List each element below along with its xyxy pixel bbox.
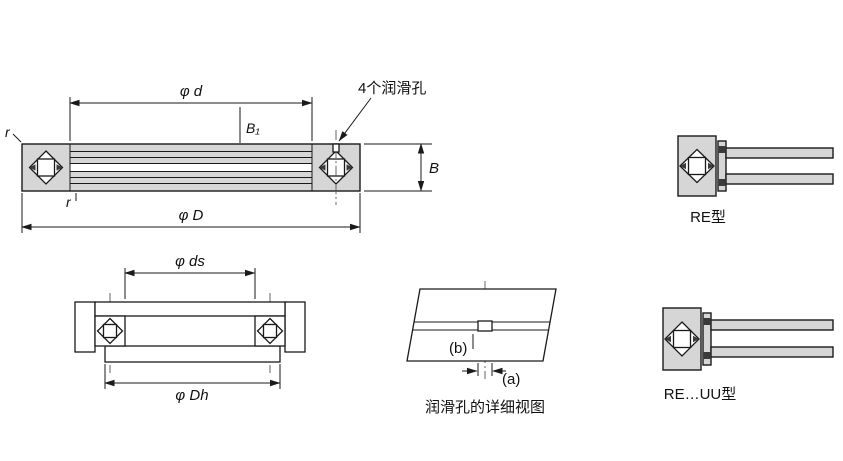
lube-holes-label: 4个润滑孔 bbox=[358, 80, 426, 97]
ring-split-gap bbox=[70, 163, 312, 172]
re-roller-corner-left bbox=[680, 162, 686, 170]
bottom-shoulder bbox=[104, 345, 281, 363]
r-label-left: r bbox=[5, 124, 11, 140]
re-roller-corner-right bbox=[708, 162, 714, 170]
re-roller-square bbox=[687, 156, 707, 176]
detail-b-label: (b) bbox=[449, 340, 467, 357]
mounting-section-view: φ ds φ Dh bbox=[74, 253, 306, 404]
reuu-roller-square bbox=[672, 329, 692, 349]
lube-holes-leader bbox=[338, 97, 372, 142]
reuu-ring-bar-top bbox=[710, 319, 834, 331]
dim-phi-d bbox=[69, 97, 313, 141]
re-plate-bolt-bottom bbox=[718, 179, 726, 186]
housing-right-column bbox=[284, 301, 306, 353]
dim-phi-D bbox=[21, 193, 361, 233]
dim-phi-ds-label: φ ds bbox=[175, 253, 205, 270]
lube-hole-detail-view: (b) (a) 润滑孔的详细视图 bbox=[406, 281, 557, 416]
dim-b1-label: B₁ bbox=[246, 120, 260, 136]
detail-lube-hole bbox=[477, 320, 493, 332]
left-crossed-roller bbox=[28, 150, 64, 185]
re-ring-bar-bottom bbox=[725, 173, 834, 185]
dim-phi-d-label: φ d bbox=[180, 83, 203, 100]
reuu-roller-corner-right bbox=[693, 335, 699, 343]
main-section-view bbox=[21, 130, 361, 205]
detail-a-label: (a) bbox=[502, 371, 520, 388]
top-clamp-plate bbox=[94, 301, 286, 317]
lube-hole bbox=[332, 143, 340, 153]
main-view-dimensions: φ d B₁ 4个润滑孔 B r r φ D bbox=[5, 80, 439, 233]
housing-left-column bbox=[74, 301, 96, 353]
dim-phi-dh bbox=[104, 364, 281, 389]
r-label-inner: r bbox=[66, 194, 72, 210]
dim-phi-D-label: φ D bbox=[179, 207, 204, 224]
dim-phi-dh-label: φ Dh bbox=[175, 387, 208, 404]
left-mounted-roller bbox=[94, 315, 126, 347]
reuu-plate-bolt-bottom bbox=[703, 352, 711, 359]
right-mounted-roller bbox=[254, 315, 286, 347]
re-inner-ring-plate bbox=[717, 140, 727, 192]
dim-phi-ds bbox=[124, 268, 256, 299]
reuu-ring-bar-bottom bbox=[710, 346, 834, 358]
re-plate-bolt-top bbox=[718, 146, 726, 153]
ring-lines bbox=[69, 144, 313, 191]
re-ring-bar-top bbox=[725, 147, 834, 159]
re-type-caption: RE型 bbox=[690, 209, 726, 226]
detail-caption: 润滑孔的详细视图 bbox=[425, 399, 545, 416]
dim-b bbox=[364, 143, 432, 192]
reuu-plate-bolt-top bbox=[703, 318, 711, 325]
r-leader-left bbox=[12, 133, 22, 143]
re-type-section: RE型 bbox=[677, 135, 834, 226]
reuu-inner-ring-plate bbox=[702, 312, 712, 366]
dim-b-label: B bbox=[429, 160, 439, 177]
re-uu-type-caption: RE…UU型 bbox=[664, 386, 737, 403]
re-uu-type-section: RE…UU型 bbox=[662, 307, 834, 403]
detail-a-dimension bbox=[462, 363, 506, 376]
reuu-roller-corner-left bbox=[665, 335, 671, 343]
